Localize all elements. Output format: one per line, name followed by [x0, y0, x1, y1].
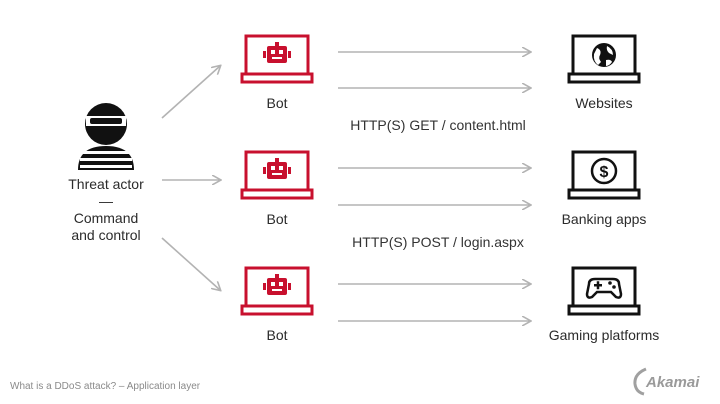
akamai-logo: Akamai	[632, 366, 712, 396]
robot-icon	[263, 42, 291, 63]
target-laptop-websites	[567, 34, 641, 84]
gamepad-icon	[585, 277, 623, 299]
bot-to-target-arrows	[338, 52, 530, 321]
figure-caption: What is a DDoS attack? – Application lay…	[10, 381, 201, 392]
akamai-swoosh-icon	[633, 367, 647, 396]
target-label-gaming: Gaming platforms	[548, 327, 660, 343]
robot-icon	[263, 274, 291, 295]
bot-laptop-2	[240, 150, 314, 200]
http-get-label: HTTP(S) GET / content.html	[350, 117, 526, 133]
arrow-actor-bot-1	[161, 66, 220, 119]
arrow-actor-bot-3	[161, 237, 220, 290]
bot-label-3: Bot	[266, 327, 288, 343]
bot-label-2: Bot	[266, 211, 288, 227]
robot-icon	[263, 158, 291, 179]
bot-laptop-3	[240, 266, 314, 316]
svg-text:$: $	[600, 164, 609, 181]
actor-label-line1: Threat actor	[68, 176, 144, 192]
bot-label-1: Bot	[266, 95, 288, 111]
target-laptop-banking: $	[567, 150, 641, 200]
bot-laptop-1	[240, 34, 314, 84]
threat-actor-label: Threat actor — Command and control	[40, 176, 172, 244]
globe-icon	[592, 43, 616, 67]
actor-label-line3: and control	[71, 227, 141, 243]
brand-name: Akamai	[646, 374, 700, 391]
actor-to-bot-arrows	[161, 66, 220, 290]
actor-label-divider: —	[99, 193, 113, 209]
threat-actor-icon	[78, 103, 134, 170]
target-laptop-gaming	[567, 266, 641, 316]
dollar-coin-icon: $	[590, 157, 618, 185]
target-label-banking: Banking apps	[561, 211, 647, 227]
target-label-websites: Websites	[575, 95, 633, 111]
http-post-label: HTTP(S) POST / login.aspx	[352, 234, 524, 250]
actor-label-line2: Command	[73, 210, 139, 226]
